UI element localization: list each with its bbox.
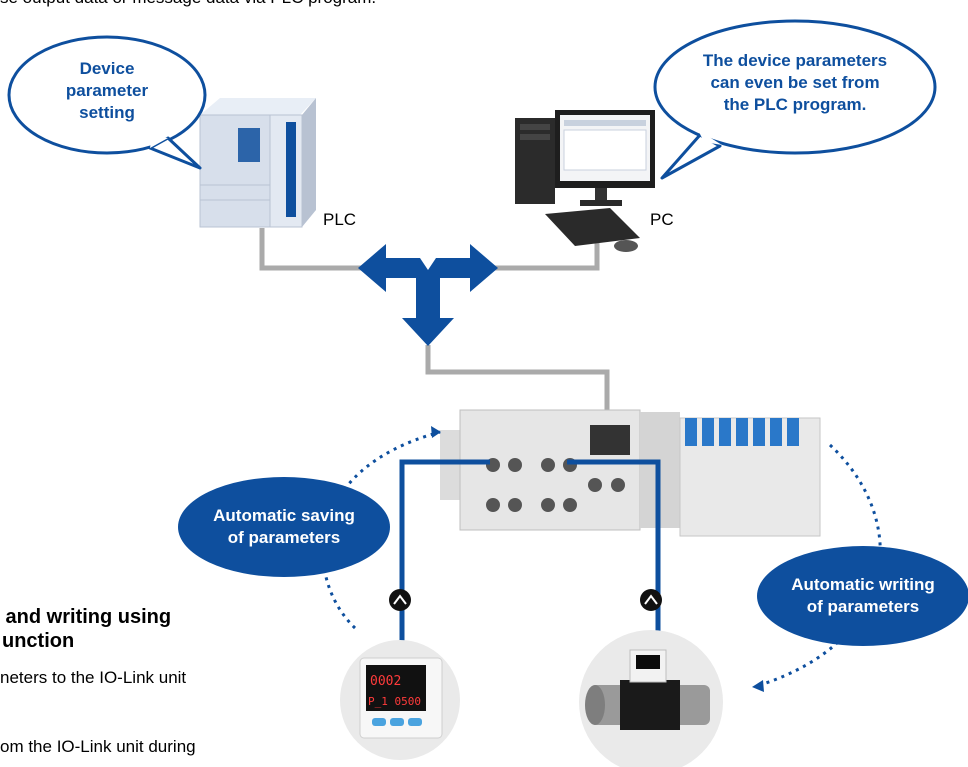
header-text: se output data or message data via PLC p… [0, 0, 376, 8]
bubble-device-parameter-setting [7, 35, 207, 170]
bubble-auto-saving-text: Automatic saving of parameters [213, 506, 355, 548]
flow-switch [579, 630, 723, 767]
gauge-display-bottom: P_1 0500 [368, 695, 421, 708]
plc-label: PLC [323, 210, 357, 229]
section-heading-line2: unction [2, 630, 75, 652]
connector-lines [259, 228, 610, 410]
gauge-display-top: 0002 [370, 674, 401, 689]
plc-device [199, 98, 316, 228]
pressure-switch [340, 640, 460, 760]
pc-computer [515, 110, 655, 252]
bubble-auto-writing [757, 546, 968, 646]
bubble-pc-note-text: The device parameters can even be set fr… [702, 51, 888, 115]
section-heading-line1: and writing using [0, 606, 172, 628]
section-body-line2: om the IO-Link unit during [0, 737, 196, 756]
bubble-auto-writing-text: Automatic writing of parameters [791, 575, 935, 617]
bubble-device-parameter-setting-text: Device parameter setting [65, 59, 149, 123]
bubble-auto-saving [178, 477, 390, 577]
section-body-line1: neters to the IO-Link unit [0, 668, 187, 687]
bubble-pc-note [653, 19, 937, 180]
io-link-symbol-icon [389, 589, 662, 611]
io-link-unit [440, 409, 821, 537]
tri-arrow [358, 244, 498, 346]
pc-label: PC [650, 210, 674, 229]
